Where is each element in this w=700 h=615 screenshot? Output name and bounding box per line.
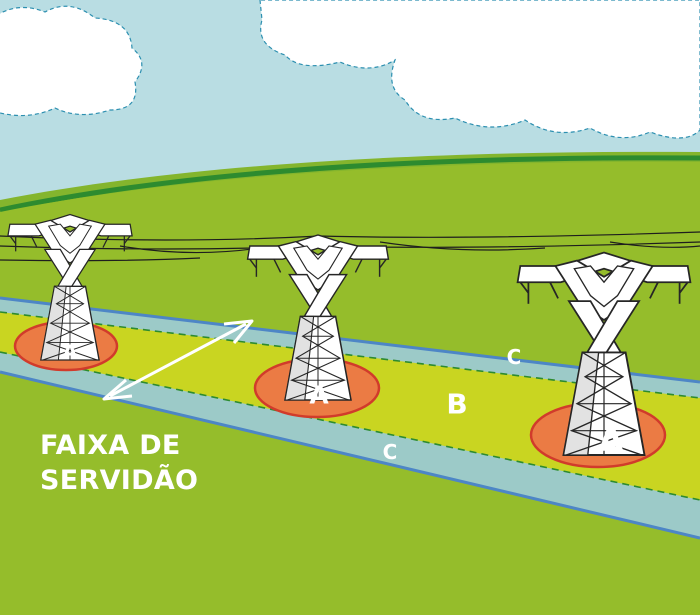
zone-label-a-1: A bbox=[63, 341, 78, 363]
cloud-right bbox=[259, 0, 700, 139]
caption-line-2: SERVIDÃO bbox=[40, 465, 199, 496]
caption: FAIXA DE SERVIDÃO bbox=[40, 428, 198, 498]
cloud-left bbox=[0, 5, 143, 117]
strip-width-arrow bbox=[102, 319, 254, 401]
strip-edge-bottom bbox=[0, 370, 700, 540]
zone-label-c-bottom: C bbox=[383, 440, 398, 464]
zone-label-a-2: A bbox=[309, 381, 329, 410]
zone-label-a-3: A bbox=[599, 421, 624, 459]
zone-label-b: B bbox=[446, 388, 467, 421]
zone-label-c-top: C bbox=[507, 345, 522, 369]
caption-line-1: FAIXA DE bbox=[40, 430, 181, 461]
ridge-line bbox=[0, 155, 700, 213]
corridor-edge-top bbox=[0, 311, 700, 399]
